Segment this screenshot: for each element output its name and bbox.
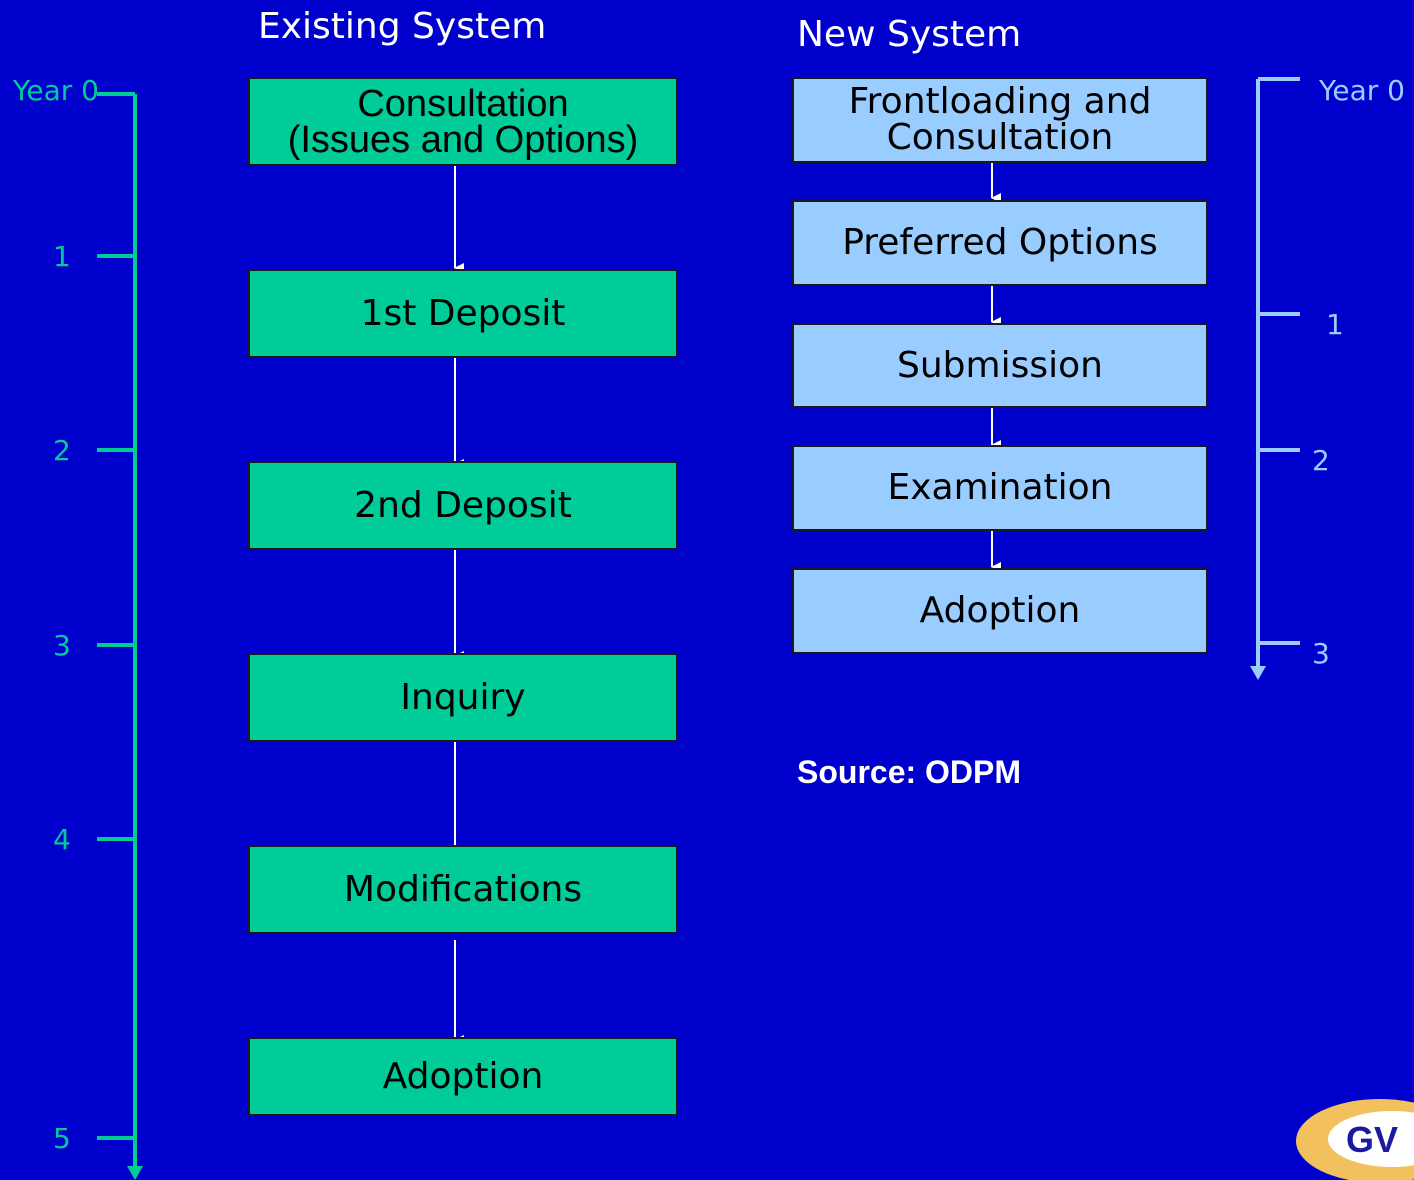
new-step-frontloading: Frontloading and Consultation [792,77,1208,163]
existing-year-0-label: Year 0 [13,74,99,107]
new-step-adoption: Adoption [792,568,1208,654]
new-year-0-label: Year 0 [1319,74,1405,107]
existing-step-consultation: Consultation (Issues and Options) [248,77,678,166]
new-step-submission: Submission [792,323,1208,408]
existing-step-modifications: Modifications [248,845,678,934]
source-note: Source: ODPM [797,754,1022,790]
existing-year-2-label: 2 [53,434,71,467]
new-year-2-label: 2 [1312,444,1330,477]
new-timeline [1256,77,1300,670]
existing-year-5-label: 5 [53,1122,71,1155]
new-system-title: New System [797,14,1022,55]
existing-year-3-label: 3 [53,629,71,662]
existing-system-title: Existing System [258,6,547,47]
logo: GV [1296,1099,1414,1180]
existing-step-2nd-deposit: 2nd Deposit [248,461,678,550]
existing-timeline [97,92,137,1170]
new-year-3-label: 3 [1312,637,1330,670]
new-timeline-arrowhead [1250,666,1266,680]
existing-step-1st-deposit: 1st Deposit [248,269,678,358]
logo-text: GV [1346,1119,1398,1160]
existing-year-4-label: 4 [53,823,71,856]
existing-timeline-arrowhead [127,1166,143,1180]
new-step-examination: Examination [792,445,1208,531]
existing-year-1-label: 1 [53,240,71,273]
new-step-preferred-options: Preferred Options [792,200,1208,286]
existing-step-adoption: Adoption [248,1037,678,1116]
existing-step-inquiry: Inquiry [248,653,678,742]
new-year-1-label: 1 [1326,308,1344,341]
